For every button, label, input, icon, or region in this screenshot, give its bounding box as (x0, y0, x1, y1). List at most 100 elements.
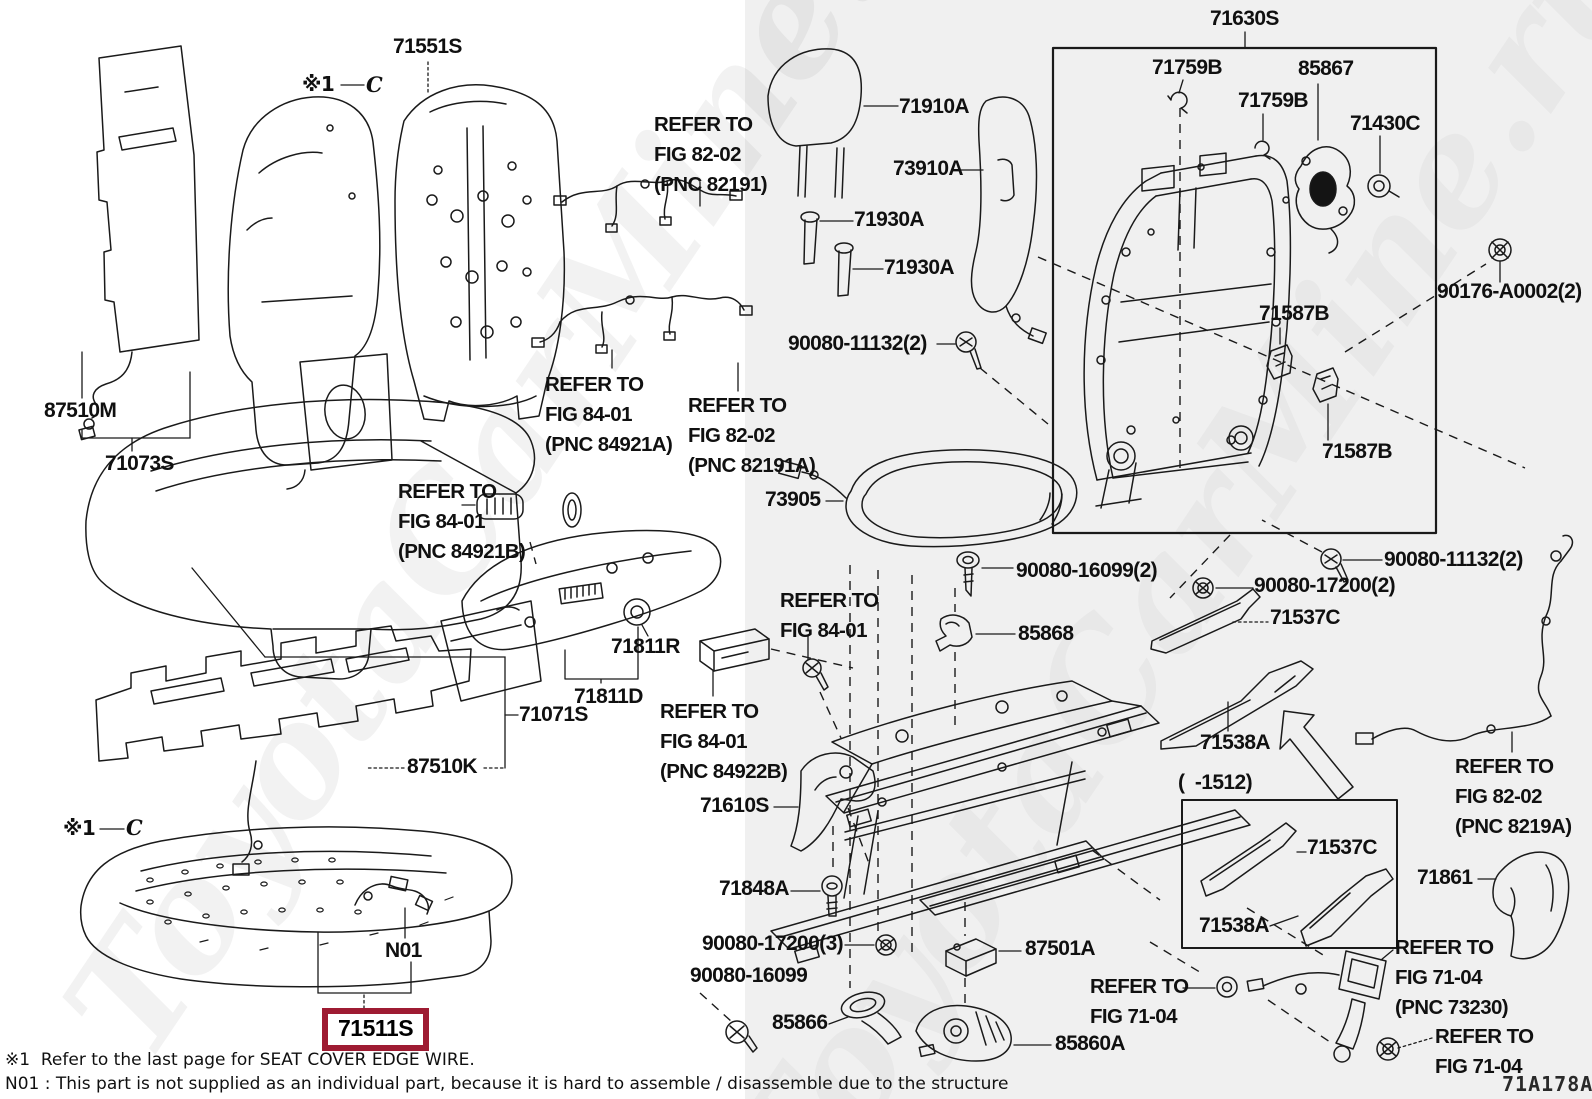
part-headrest-stay-2 (834, 242, 854, 297)
knob-71811R-icon (623, 598, 651, 626)
screw-16099-single-icon (725, 1020, 758, 1053)
part-cover-71538A-lower (1300, 868, 1394, 947)
dashed-lines (529, 108, 1526, 1043)
part-motor-85860A (915, 1004, 1012, 1062)
diagram-gray-panel (745, 0, 1592, 1099)
part-label-90080-11132-right: 90080-11132(2) (1384, 548, 1523, 571)
part-sensor-brick (699, 628, 770, 672)
badge-icons (476, 492, 582, 528)
clip-71759B-1-icon (1167, 91, 1188, 114)
part-label-85860A: 85860A (1055, 1032, 1126, 1055)
part-label-71538A-lower: 71538A (1199, 914, 1270, 937)
part-seat-track-assembly (770, 680, 1251, 964)
big-arrow-icon (1279, 710, 1354, 800)
part-side-shield-71811 (461, 529, 722, 651)
bolt-71848A-icon (821, 875, 843, 917)
part-label-85868: 85868 (1018, 622, 1074, 645)
bracket-71587B-1-icon (1266, 344, 1293, 380)
part-headrest (767, 48, 863, 199)
range-label-1512: ( -1512) (1178, 771, 1253, 794)
ref-label-fig71-04-b: REFER TO FIG 71-04 (1435, 1025, 1534, 1078)
marker-note-2-c: C (126, 815, 143, 840)
ref-label-fig84-01-84922B: REFER TO FIG 84-01 (PNC 84922B) (660, 700, 788, 783)
ref-label-fig84-01-84921B: REFER TO FIG 84-01 (PNC 84921B) (398, 480, 526, 563)
marker-note-1-c: C (366, 72, 383, 97)
part-wire-N01 (354, 875, 434, 915)
ref-label-fig71-04-a: REFER TO FIG 71-04 (1090, 975, 1189, 1028)
screw-11132-left-icon (955, 331, 982, 370)
part-bracket-71610S (790, 752, 876, 852)
pad-dimples (146, 857, 454, 951)
part-label-73905: 73905 (765, 488, 821, 511)
part-label-71537C-upper: 71537C (1270, 606, 1341, 629)
part-label-71610S: 71610S (700, 794, 769, 817)
part-cover-71537C-upper (1150, 588, 1261, 654)
part-label-85867: 85867 (1298, 57, 1354, 80)
part-wire-harness-2 (531, 294, 753, 354)
part-label-71848A: 71848A (719, 877, 790, 900)
part-label-71587B-1: 71587B (1259, 302, 1330, 325)
part-label-71073S: 71073S (105, 452, 174, 475)
group-box-1512 (1181, 799, 1398, 949)
highlighted-part-71511S: 71511S (322, 1008, 430, 1051)
part-label-71759B-2: 71759B (1238, 89, 1309, 112)
part-label-90080-17200-3: 90080-17200(3) (702, 932, 844, 955)
bracket-71587B-2-icon (1312, 367, 1339, 403)
footnote-seat-cover-edge-wire: ※1 Refer to the last page for SEAT COVER… (5, 1050, 475, 1070)
hook-85868-icon (935, 614, 973, 652)
part-shield-71861 (1492, 851, 1570, 960)
part-seatbelt-buckle (1246, 950, 1387, 1063)
screw-fig8401-icon (802, 658, 829, 691)
screw-11132-right-icon (1320, 548, 1349, 583)
part-label-71930A-2: 71930A (884, 256, 955, 279)
part-wire-harness-1 (553, 179, 743, 233)
screw-90080-16099-2-icon (956, 551, 980, 597)
part-seat-cushion-cover (85, 398, 542, 702)
ref-label-fig71-04-73230: REFER TO FIG 71-04 (PNC 73230) (1395, 936, 1509, 1019)
part-label-87501A: 87501A (1025, 937, 1096, 960)
part-label-71630S: 71630S (1210, 7, 1279, 30)
part-label-90176-A0002: 90176-A0002(2) (1437, 280, 1582, 303)
grommet-7104-b-icon (1376, 1037, 1400, 1061)
part-spring-pan-73905 (778, 449, 1078, 548)
nut-17200-2-icon (1192, 577, 1214, 599)
part-seat-back-frame-pad (394, 84, 566, 422)
ref-label-fig82-02-82191: REFER TO FIG 82-02 (PNC 82191) (654, 113, 768, 196)
part-label-87510M: 87510M (44, 399, 117, 422)
ref-label-fig82-02-82191A: REFER TO FIG 82-02 (PNC 82191A) (688, 394, 816, 477)
part-label-90080-17200-2: 90080-17200(2) (1254, 574, 1396, 597)
part-label-87510K: 87510K (407, 755, 478, 778)
part-label-90080-16099: 90080-16099 (690, 964, 808, 987)
leader-lines (81, 31, 1513, 1049)
clip-71759B-2-icon (1254, 140, 1271, 160)
nut-17200-3-icon (875, 934, 897, 956)
part-seat-back-cover (227, 96, 393, 490)
part-headrest-stay-1 (800, 211, 820, 265)
part-side-airbag (970, 96, 1047, 345)
part-cover-85866 (840, 991, 902, 1045)
ref-label-fig84-01: REFER TO FIG 84-01 (780, 589, 879, 642)
part-label-71538A-upper: 71538A (1200, 731, 1271, 754)
group-box-71630S (1051, 46, 1438, 535)
part-bottom-cushion-pad (79, 826, 513, 988)
part-label-71861: 71861 (1417, 866, 1473, 889)
part-label-71811D: 71811D (574, 685, 643, 708)
ref-label-fig82-02-8219A: REFER TO FIG 82-02 (PNC 8219A) (1455, 755, 1572, 838)
part-cover-71537C-lower (1200, 822, 1297, 897)
marker-note-2: ※1 (63, 816, 96, 840)
part-label-71759B-1: 71759B (1152, 56, 1223, 79)
grommet-7104-a-icon (1216, 976, 1238, 998)
part-label-71587B-2: 71587B (1322, 440, 1393, 463)
part-label-71930A-1: 71930A (854, 208, 925, 231)
part-sensor-87501A (945, 938, 997, 977)
part-cover-71538A-upper (1160, 660, 1314, 750)
ref-label-fig84-01-84921A: REFER TO FIG 84-01 (PNC 84921A) (545, 373, 673, 456)
screw-71430C-icon (1367, 174, 1400, 198)
part-right-harness (1355, 534, 1574, 745)
part-label-71537C-lower: 71537C (1307, 836, 1378, 859)
part-label-90080-11132-left: 90080-11132(2) (788, 332, 927, 355)
figure-code: 71A178A (1502, 1072, 1592, 1096)
note-label-N01: N01 (385, 939, 422, 962)
